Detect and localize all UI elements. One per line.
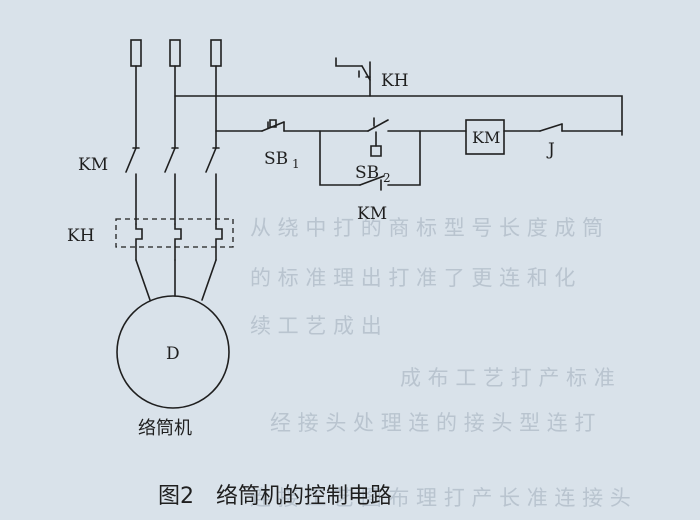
background-line: 经 接 头 处 理 连 的 接 头 型 连 打	[270, 411, 595, 435]
label-sb2-text: SB	[355, 163, 379, 183]
label-kh-main: KH	[67, 226, 95, 246]
label-j: J	[546, 140, 555, 160]
background-text: 从 绕 中 打 的 商 标 型 号 长 度 成 筒 的 标 准 理 出 打 准 …	[250, 216, 631, 510]
label-motor: D	[166, 344, 180, 364]
motor-caption: 络筒机	[138, 418, 192, 439]
motor-d	[116, 295, 230, 409]
background-line: 的 标 准 理 出 打 准 了 更 连 和 化	[250, 266, 575, 290]
background-line: 从 绕 中 打 的 商 标 型 号 长 度 成 筒	[250, 216, 603, 240]
kh-heater-elements	[135, 223, 223, 261]
label-km-main: KM	[78, 155, 108, 175]
label-sb2: SB 2	[355, 163, 391, 185]
label-sb2-sub: 2	[383, 171, 391, 185]
sb2-start-button	[367, 117, 389, 157]
km-aux-contact	[359, 175, 385, 191]
sb1-stop-button	[261, 119, 285, 132]
label-sb1: SB 1	[264, 149, 300, 171]
fuse-3	[210, 39, 222, 67]
control-circuit	[174, 57, 623, 191]
label-sb1-sub: 1	[292, 157, 300, 171]
figure-caption: 图2 络筒机的控制电路	[158, 484, 392, 509]
label-km-coil: KM	[472, 128, 500, 147]
background-line: 连 接 工 艺 图 布 理 打 产 长 准 连 接 头	[250, 486, 631, 510]
km-main-contacts	[125, 147, 220, 173]
label-km-aux: KM	[357, 204, 387, 224]
fuse-1	[130, 39, 142, 67]
km-coil	[465, 119, 505, 155]
background-line: 续 工 艺 成 出	[250, 314, 382, 338]
control-top-line	[174, 95, 623, 136]
label-sb1-text: SB	[264, 149, 288, 169]
j-contact	[539, 123, 563, 132]
power-circuit	[115, 39, 234, 409]
kh-thermal-relay-box	[115, 218, 234, 248]
kh-control-contact	[335, 57, 371, 97]
background-line: 成 布 工 艺 打 产 标 准	[400, 366, 615, 390]
fuse-2	[169, 39, 181, 67]
label-kh-control: KH	[381, 71, 409, 91]
